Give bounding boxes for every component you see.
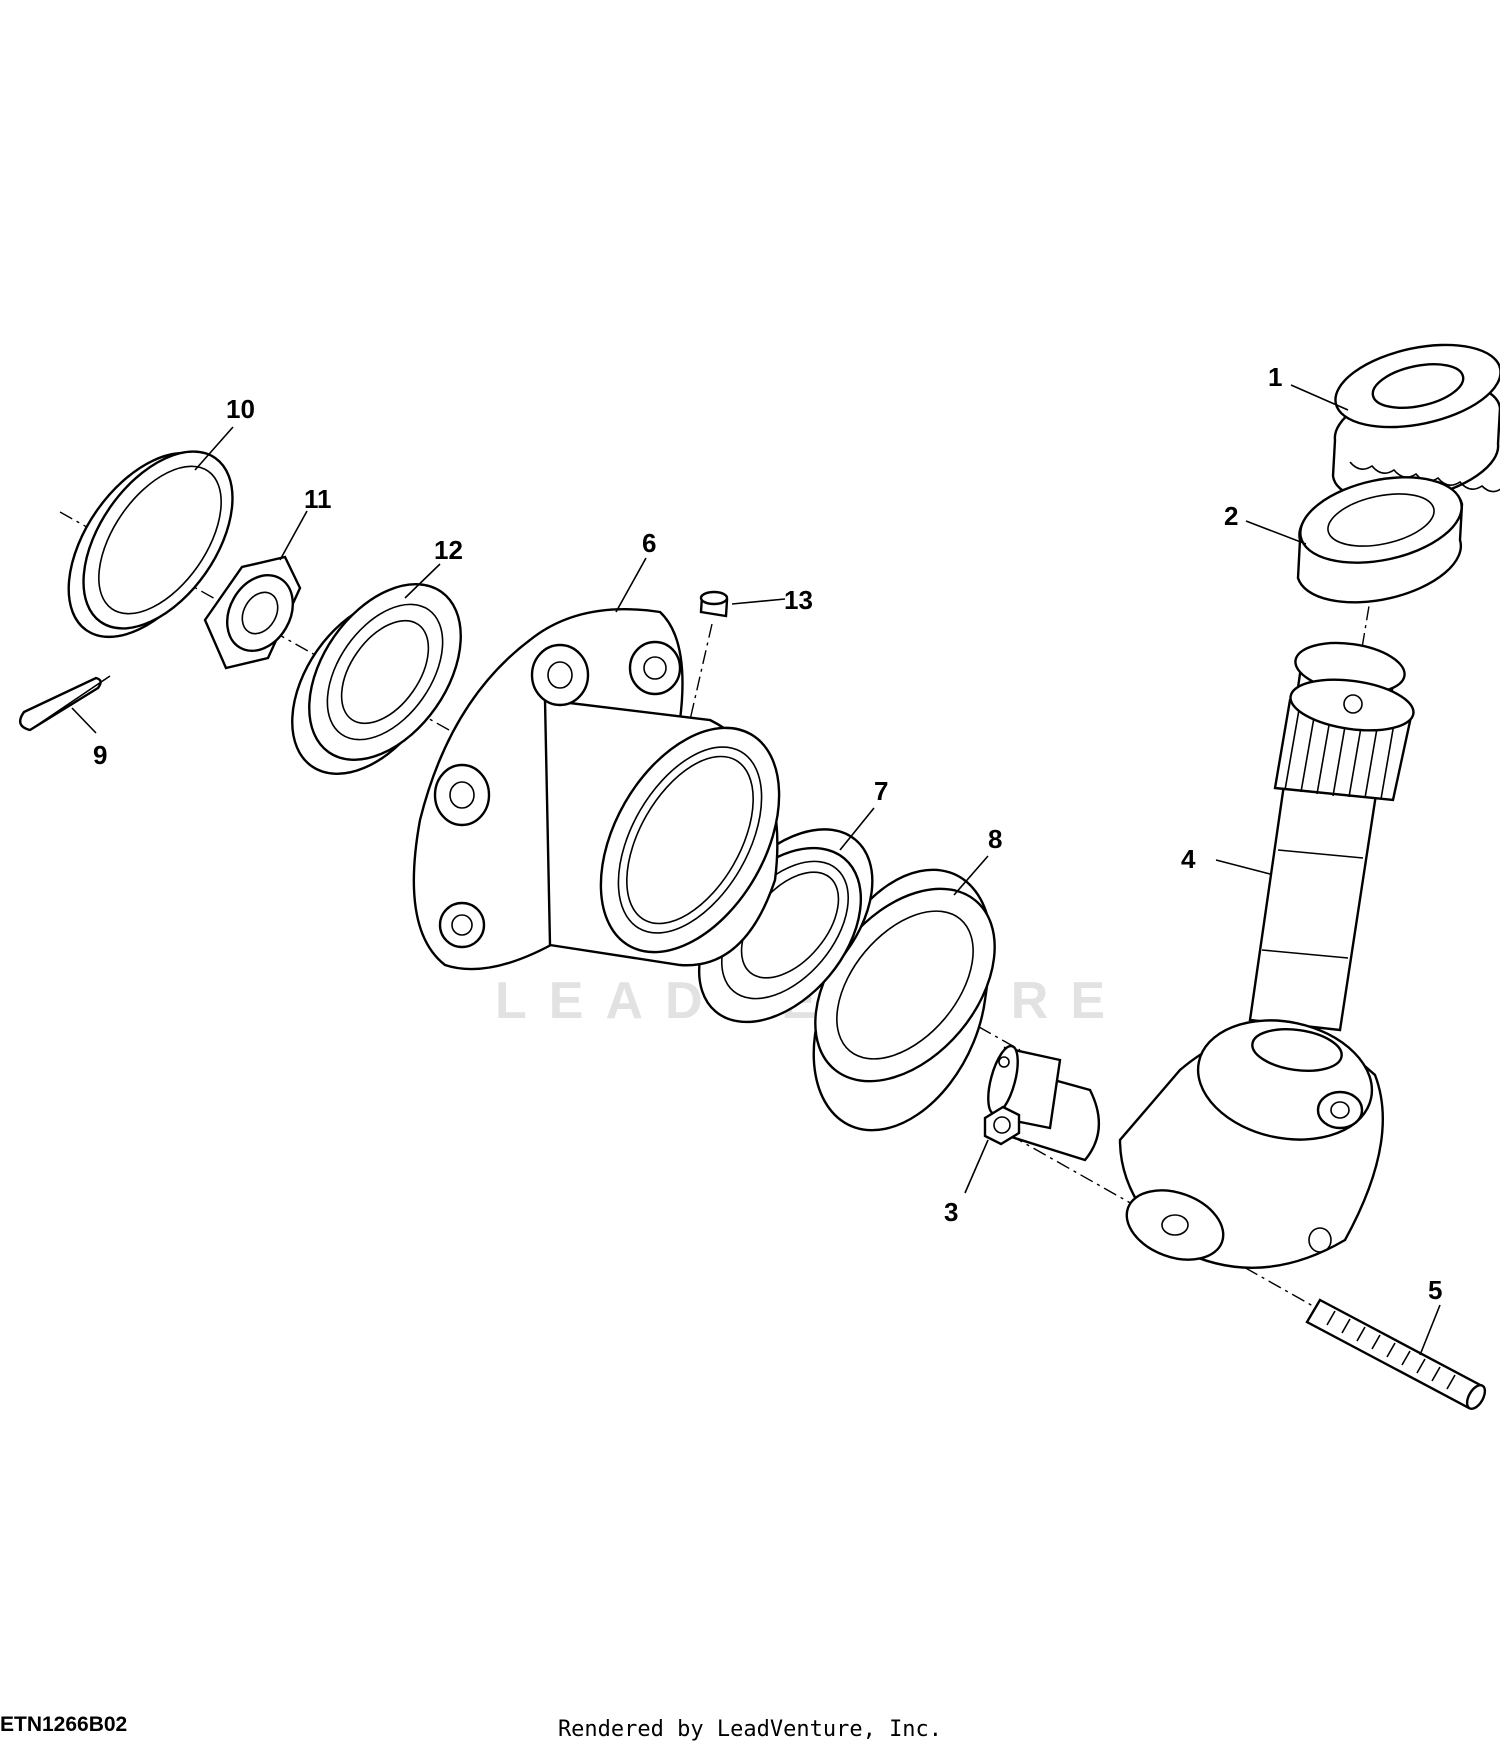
callout-6: 6 [642,528,656,558]
callout-10: 10 [226,394,255,424]
callout-1: 1 [1268,362,1282,392]
part-11-castle-nut [203,555,302,670]
callout-3: 3 [944,1197,958,1227]
leader-1 [1290,384,1349,411]
leader-4 [1215,859,1271,875]
assembly-axis-plug [689,623,713,721]
part-1-thrust-bearing [1331,343,1500,503]
leader-10 [194,426,234,471]
callout-8: 8 [988,824,1002,854]
leader-8 [953,855,989,896]
leader-9 [71,707,97,734]
part-4-spindle [987,641,1415,1269]
part-6-hub [412,608,781,971]
callout-5: 5 [1428,1275,1442,1305]
callout-2: 2 [1224,501,1238,531]
leader-6 [615,557,647,613]
callout-12: 12 [434,535,463,565]
leader-2 [1245,520,1307,545]
callout-11: 11 [304,484,332,514]
leader-12 [404,563,441,599]
part-2-washer [1296,476,1464,604]
render-credit: Rendered by LeadVenture, Inc. [557,1717,943,1742]
part-12-ball-bearing [291,582,462,776]
leader-3 [964,1139,989,1194]
callout-4: 4 [1181,844,1196,874]
leader-11 [279,510,308,561]
part-13-plug [699,590,729,618]
callout-7: 7 [874,776,888,806]
figure-id-label: ETN1266B02 [0,1713,128,1736]
leader-7 [839,807,875,851]
part-5-threaded-stud [1305,1298,1487,1410]
callout-13: 13 [784,585,813,615]
assembly-axis-stud [1009,1134,1321,1311]
part-10-dust-cap [67,450,234,639]
part-9-cotter-pin [18,675,111,732]
leader-5 [1419,1304,1441,1356]
part-3-hex-nut [983,1105,1021,1146]
callout-9: 9 [93,740,107,770]
leader-13 [731,598,786,605]
